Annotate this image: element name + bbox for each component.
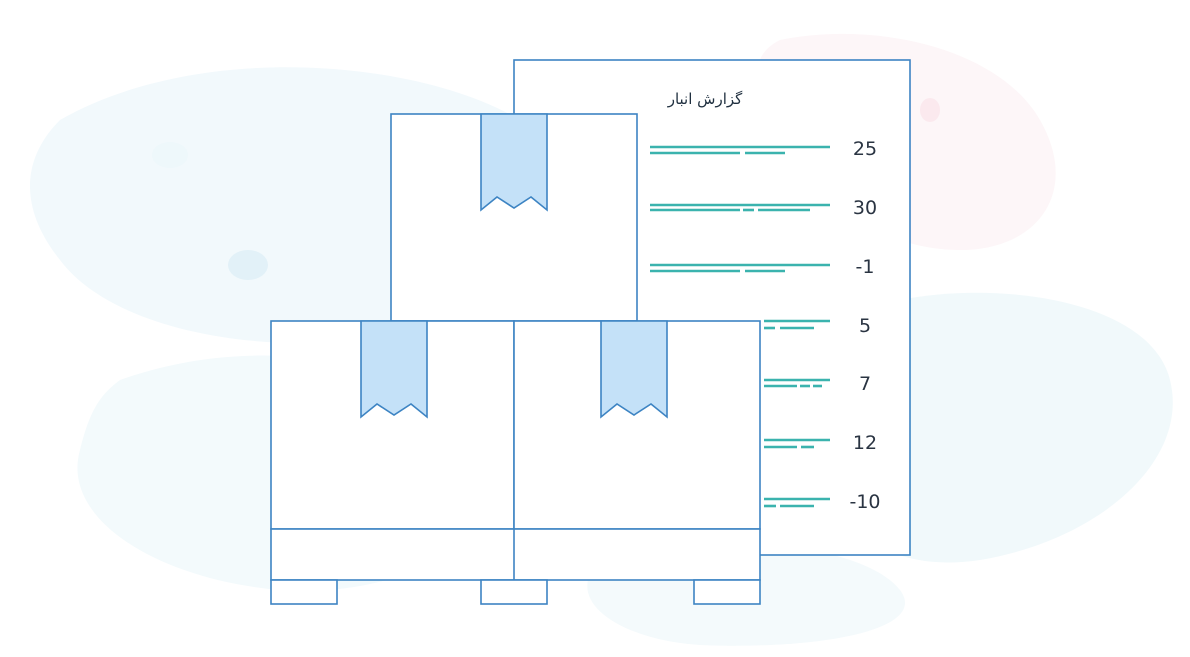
report-value-3: -1 — [856, 256, 875, 278]
report-title: گزارش انبار — [667, 90, 743, 108]
report-row-lines — [650, 145, 830, 508]
bottom-right-box — [513, 320, 761, 530]
top-box — [390, 113, 638, 322]
report-value-6: 12 — [853, 432, 877, 454]
report-value-1: 25 — [853, 138, 877, 160]
box-tape-icon — [360, 320, 428, 419]
pallet-icon — [270, 528, 761, 605]
report-value-7: -10 — [849, 491, 880, 513]
pallet-foot-center — [480, 579, 548, 605]
report-value-4: 5 — [859, 315, 871, 337]
pallet-deck — [270, 528, 761, 581]
pallet-foot-left — [270, 579, 338, 605]
box-tape-icon — [480, 113, 548, 212]
report-value-5: 7 — [859, 373, 871, 395]
box-tape-icon — [600, 320, 668, 419]
pallet-foot-right — [693, 579, 761, 605]
bottom-left-box — [270, 320, 515, 530]
report-value-2: 30 — [853, 197, 877, 219]
